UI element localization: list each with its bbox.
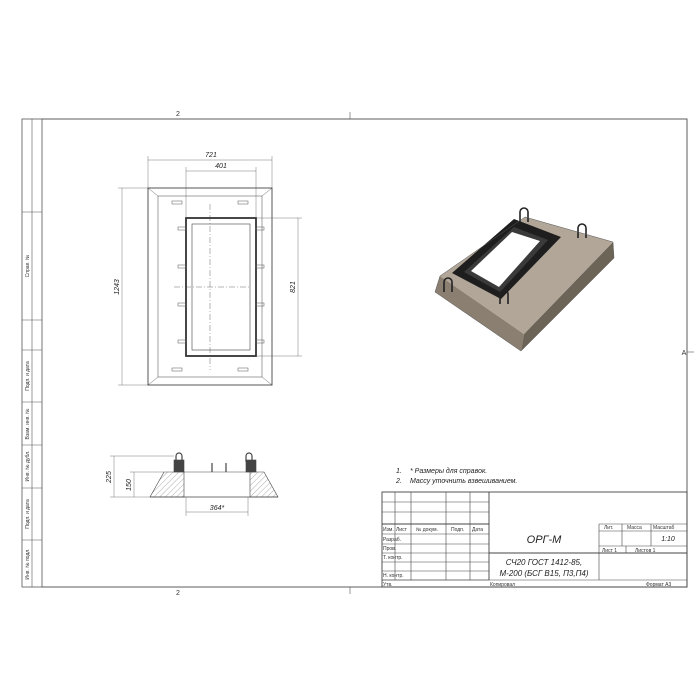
row-label-tech-control: Т. контр. bbox=[383, 555, 403, 561]
sheets-label: Листов 1 bbox=[635, 548, 656, 554]
material-line-2: М-200 (БСГ В15, П3,П4) bbox=[499, 569, 588, 578]
isometric-view bbox=[434, 207, 615, 352]
note-2-number: 2. bbox=[395, 478, 402, 485]
note-1-number: 1. bbox=[396, 468, 402, 475]
zone-label-bottom: 2 bbox=[176, 590, 180, 597]
col-header-change: Изм. bbox=[383, 527, 394, 533]
side-stamp bbox=[22, 119, 42, 587]
sheet-label: Лист 1 bbox=[602, 548, 617, 554]
title-block-headers: Изм. Лист № докум. Подп. Дата Разраб. Пр… bbox=[383, 525, 675, 588]
notes: 1. * Размеры для справок. 2. Массу уточн… bbox=[395, 467, 517, 485]
zone-label-right: A bbox=[682, 350, 687, 357]
side-label-sign-date-2: Подп. и дата bbox=[25, 499, 31, 529]
dim-overall-length: 1243 bbox=[114, 279, 121, 295]
dim-height-base: 150 bbox=[126, 479, 133, 491]
plan-view bbox=[118, 156, 302, 386]
dim-height-total: 225 bbox=[106, 471, 113, 484]
copied-label: Копировал bbox=[490, 582, 515, 588]
col-header-sheet: Лист bbox=[396, 527, 408, 533]
row-label-approved: Утв. bbox=[383, 582, 393, 588]
side-label-orig-inv: Инв. № подл. bbox=[25, 548, 31, 579]
dim-inner-width: 401 bbox=[215, 163, 227, 170]
side-label-ref: Справ. № bbox=[25, 255, 31, 278]
material-line-1: СЧ20 ГОСТ 1412-85, bbox=[506, 558, 582, 567]
col-header-signature: Подп. bbox=[451, 527, 464, 533]
row-label-developed: Разраб. bbox=[383, 537, 401, 543]
side-label-replace-inv: Взам. инв. № bbox=[25, 409, 31, 440]
side-label-dup-inv: Инв. № дубл. bbox=[25, 451, 31, 482]
scale-label: Масштаб bbox=[653, 525, 675, 531]
format-label: Формат А3 bbox=[646, 582, 671, 588]
section-view bbox=[110, 452, 279, 516]
row-label-norm-control: Н. контр. bbox=[383, 573, 404, 579]
scale-value: 1:10 bbox=[661, 536, 675, 543]
note-2-text: Массу уточнить взвешиванием. bbox=[410, 478, 517, 485]
zone-label-top: 2 bbox=[176, 111, 180, 118]
col-header-doc-no: № докум. bbox=[416, 527, 438, 533]
side-label-sign-date-1: Подп. и дата bbox=[25, 361, 31, 391]
lit-label: Лит. bbox=[604, 525, 613, 531]
dim-inner-length: 821 bbox=[290, 281, 297, 293]
row-label-checked: Пров. bbox=[383, 546, 396, 552]
dim-inner-section: 364* bbox=[210, 505, 225, 512]
note-1-text: * Размеры для справок. bbox=[410, 467, 487, 475]
sheet-frame bbox=[21, 112, 694, 594]
side-stamp-labels: Справ. № Подп. и дата Взам. инв. № Инв. … bbox=[25, 255, 31, 580]
dim-overall-width: 721 bbox=[205, 152, 217, 159]
col-header-date: Дата bbox=[472, 527, 483, 533]
mass-label: Масса bbox=[627, 525, 642, 531]
title-block bbox=[381, 491, 688, 588]
drawing-designation: ОРГ-М bbox=[527, 534, 563, 546]
